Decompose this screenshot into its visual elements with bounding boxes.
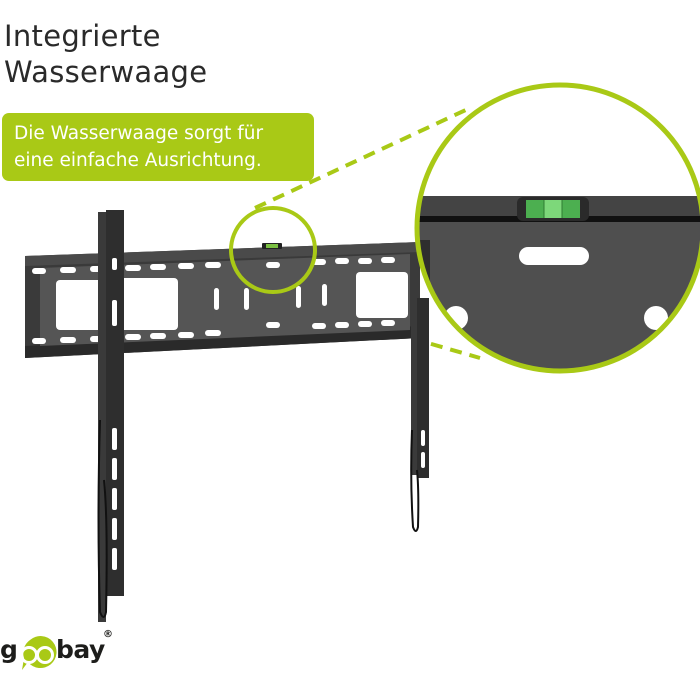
zoom-source-circle-icon: [229, 206, 317, 294]
brand-logo: [20, 636, 57, 670]
brand-suffix: bay: [56, 635, 105, 664]
right-mounting-arm: [410, 298, 429, 532]
callout-line-2: eine einfache Ausrichtung.: [14, 150, 262, 171]
headline-line-2: Wasserwaage: [4, 55, 208, 89]
headline: Integrierte Wasserwaage: [4, 18, 207, 90]
brand-prefix: g: [0, 635, 18, 664]
wall-plate: [25, 242, 420, 358]
left-mounting-arm: [97, 210, 124, 622]
zoom-magnifier-circle-icon: [414, 82, 700, 374]
callout-line-1: Die Wasserwaage sorgt für: [14, 123, 264, 144]
headline-line-1: Integrierte: [4, 19, 161, 53]
brand-trademark: ®: [103, 629, 113, 640]
callout-text: Die Wasserwaage sorgt für eine einfache …: [14, 120, 263, 174]
callout-banner: Die Wasserwaage sorgt für eine einfache …: [2, 113, 314, 181]
magnified-view: [417, 85, 700, 371]
